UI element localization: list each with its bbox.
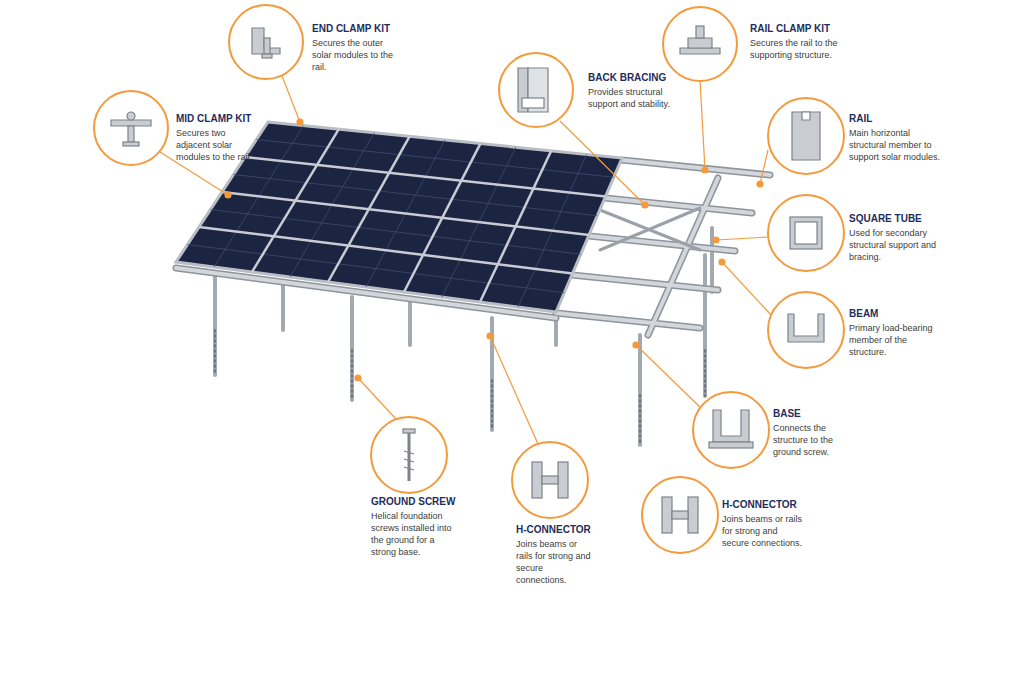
callout-circle: END CLAMP KITSecures the outer solar mod… — [228, 4, 304, 80]
part-description: Helical foundation screws installed into… — [371, 510, 461, 559]
part-name: RAIL CLAMP KIT — [750, 23, 830, 35]
part-name: GROUND SCREW — [371, 496, 455, 508]
part-name: RAIL — [849, 113, 872, 125]
callout-circle: RAIL CLAMP KITSecures the rail to the su… — [662, 6, 738, 82]
part-description: Primary load-bearing member of the struc… — [849, 322, 944, 358]
part-description: Main horizontal structural member to sup… — [849, 127, 944, 163]
leader-lines — [160, 76, 772, 444]
part-description: Connects the structure to the ground scr… — [773, 422, 849, 458]
callout-grounds — [95, 6, 843, 552]
callout-circle: BEAMPrimary load-bearing member of the s… — [767, 291, 845, 369]
part-icons — [111, 26, 824, 533]
part-name: BASE — [773, 408, 801, 420]
part-description: Joins beams or rails for strong and secu… — [516, 538, 592, 587]
callout-circle: RAILMain horizontal structural member to… — [767, 97, 845, 175]
callout-circle: MID CLAMP KITSecures two adjacent solar … — [93, 90, 169, 166]
callout-circle: BASEConnects the structure to the ground… — [692, 391, 770, 469]
callout-circle: H-CONNECTORJoins beams or rails for stro… — [511, 441, 589, 519]
callout-circle: BACK BRACINGProvides structural support … — [498, 52, 574, 128]
part-description: Used for secondary structural support an… — [849, 227, 944, 263]
part-name: H-CONNECTOR — [516, 524, 591, 536]
part-description: Secures the outer solar modules to the r… — [312, 37, 394, 73]
part-name: MID CLAMP KIT — [176, 113, 251, 125]
solar-panels — [176, 122, 622, 312]
part-description: Secures the rail to the supporting struc… — [750, 37, 838, 61]
callout-circle: SQUARE TUBEUsed for secondary structural… — [767, 194, 845, 272]
callout-circle: GROUND SCREWHelical foundation screws in… — [370, 416, 448, 494]
part-name: H-CONNECTOR — [722, 499, 797, 511]
callout-circle: H-CONNECTORJoins beams or rails for stro… — [641, 476, 719, 554]
part-description: Secures two adjacent solar modules to th… — [176, 127, 256, 163]
part-name: SQUARE TUBE — [849, 213, 922, 225]
part-description: Provides structural support and stabilit… — [588, 86, 676, 110]
part-name: BEAM — [849, 308, 878, 320]
part-name: BACK BRACING — [588, 72, 666, 84]
part-name: END CLAMP KIT — [312, 23, 390, 35]
part-description: Joins beams or rails for strong and secu… — [722, 513, 804, 549]
